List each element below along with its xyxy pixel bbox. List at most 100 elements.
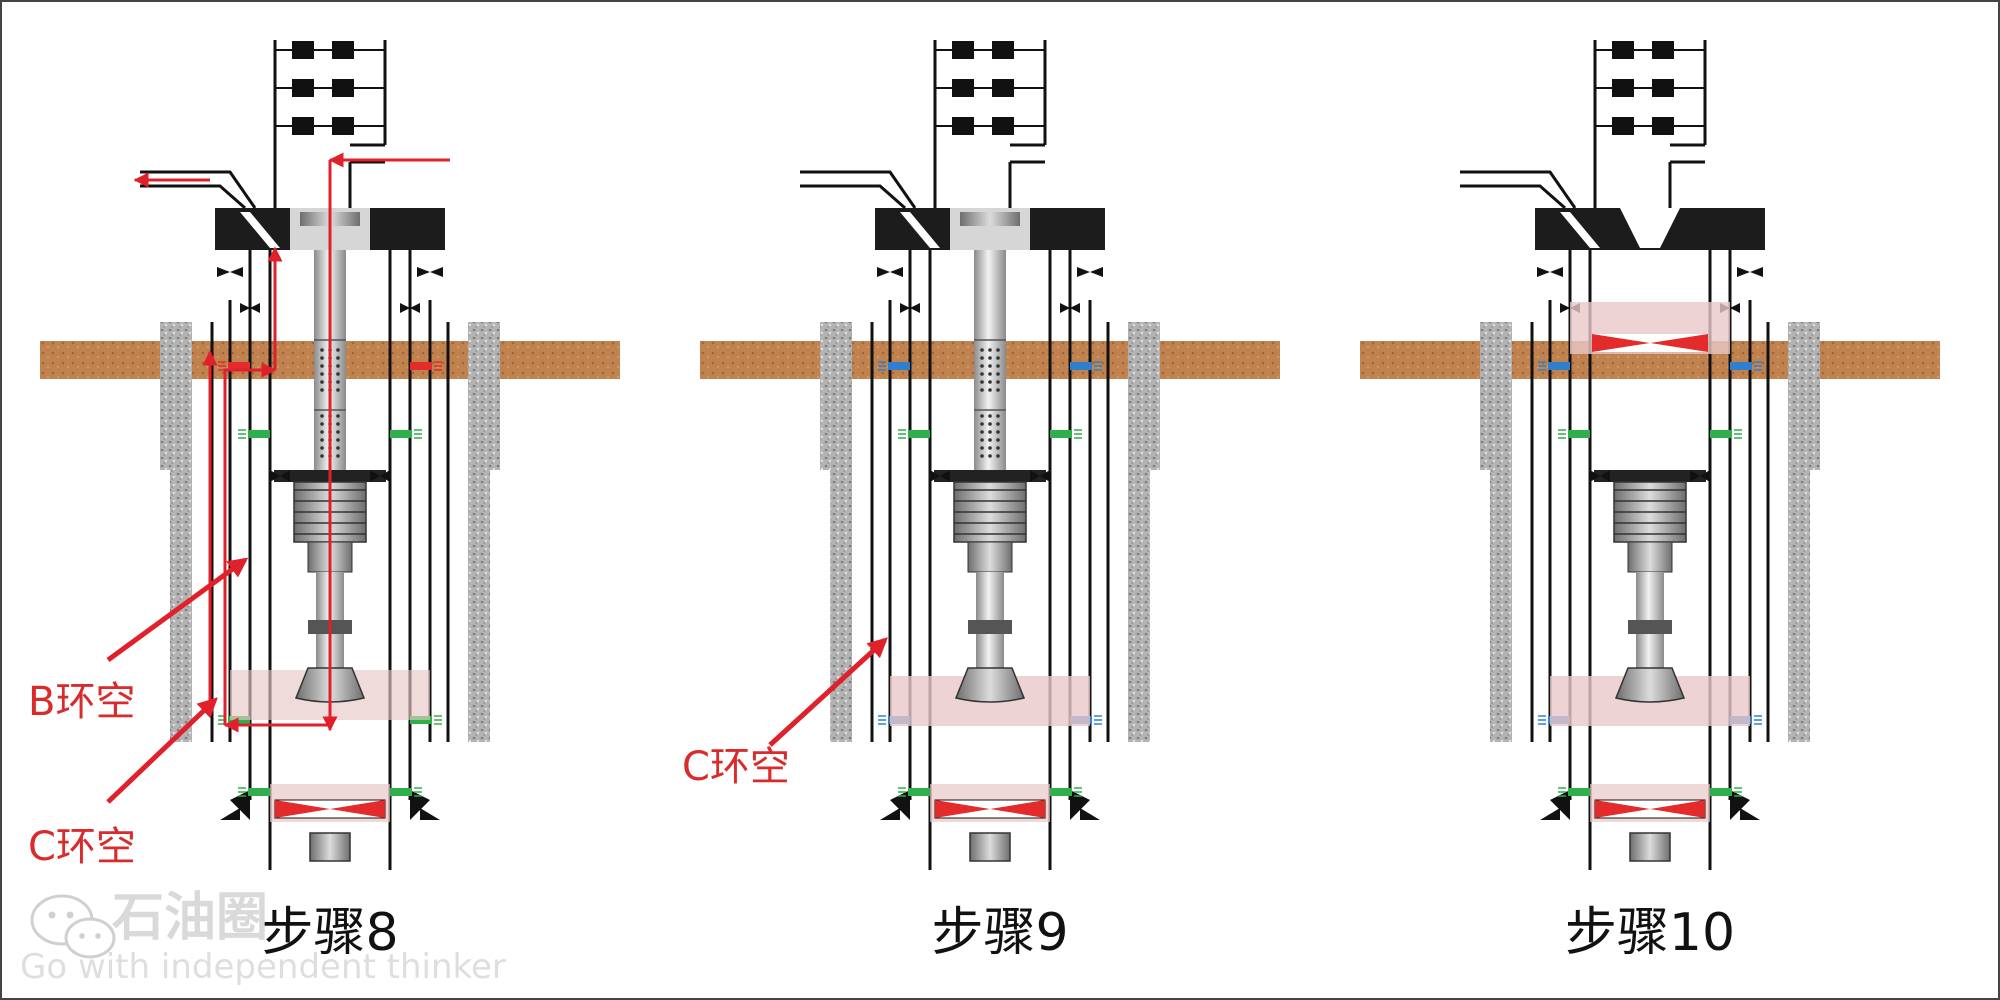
bop-ram-1 bbox=[1652, 79, 1674, 97]
liner-hanger-slip bbox=[1040, 470, 1050, 482]
perforation bbox=[996, 430, 1000, 434]
tubing-hanger-cap bbox=[960, 212, 1020, 226]
perforation bbox=[336, 388, 340, 392]
bop-ram-1 bbox=[952, 79, 974, 97]
perforation bbox=[980, 356, 984, 360]
perforation bbox=[996, 438, 1000, 442]
outlet-gap bbox=[900, 212, 940, 248]
perforation bbox=[320, 430, 324, 434]
liner-hanger-slip bbox=[1700, 470, 1710, 482]
bop-ram-2 bbox=[292, 117, 314, 135]
perforation bbox=[320, 372, 324, 376]
perforation bbox=[336, 348, 340, 352]
casing-hanger bbox=[1060, 303, 1070, 313]
casing-shoe bbox=[420, 808, 440, 820]
green-seal-mid bbox=[908, 430, 930, 438]
top-packer-x bbox=[1592, 334, 1650, 352]
side-outlet-upper bbox=[1460, 170, 1577, 209]
green-seal-mid bbox=[390, 430, 412, 438]
bop-ram-2 bbox=[1652, 117, 1674, 135]
outlet-gap bbox=[1560, 212, 1600, 248]
casing-shoe bbox=[1080, 808, 1100, 820]
cement-sheath-left bbox=[160, 322, 192, 742]
bop-ram-0 bbox=[292, 41, 314, 59]
casing-hanger bbox=[1730, 303, 1740, 313]
casing-hanger bbox=[1750, 267, 1763, 277]
perforation bbox=[980, 372, 984, 376]
side-outlet-lower bbox=[140, 184, 246, 210]
perforation bbox=[336, 356, 340, 360]
bop-ram-2 bbox=[992, 117, 1014, 135]
perforation bbox=[980, 414, 984, 418]
perforation bbox=[988, 454, 992, 458]
hanger-neck bbox=[1627, 541, 1673, 573]
bottom-sump bbox=[1629, 832, 1671, 862]
liner-hanger-slip bbox=[930, 470, 940, 482]
bridge-plug-x bbox=[990, 800, 1045, 818]
bottom-sump bbox=[309, 832, 351, 862]
tail-collar bbox=[968, 620, 1012, 634]
casing-hanger bbox=[1737, 267, 1750, 277]
casing-hanger bbox=[910, 303, 920, 313]
bop-ram-0 bbox=[1652, 41, 1674, 59]
casing-shoe bbox=[410, 790, 430, 820]
casing-hanger bbox=[250, 303, 260, 313]
bop-ram-0 bbox=[1612, 41, 1634, 59]
casing-hanger bbox=[1090, 267, 1103, 277]
casing-shoe bbox=[1070, 790, 1090, 820]
watermark-name: 石油圈 bbox=[112, 888, 268, 948]
outlet-gap bbox=[240, 212, 280, 248]
bop-ram-1 bbox=[992, 79, 1014, 97]
bop-ram-1 bbox=[292, 79, 314, 97]
perforation bbox=[336, 438, 340, 442]
perforation bbox=[996, 372, 1000, 376]
perforation bbox=[980, 364, 984, 368]
c-annulus-label: C环空 bbox=[28, 824, 136, 870]
hanger-neck bbox=[967, 541, 1013, 573]
green-seal-mid bbox=[1568, 430, 1590, 438]
liner-hanger-slip bbox=[1600, 470, 1610, 482]
perforation bbox=[988, 446, 992, 450]
cement-sheath-left bbox=[1480, 322, 1512, 742]
cement-sheath-right bbox=[1788, 322, 1820, 742]
perforation bbox=[980, 438, 984, 442]
b-annulus-pointer bbox=[106, 557, 249, 663]
casing-hanger bbox=[430, 267, 443, 277]
perforation bbox=[336, 430, 340, 434]
perforation bbox=[320, 356, 324, 360]
perforation bbox=[336, 380, 340, 384]
perforation bbox=[320, 364, 324, 368]
tubing-string bbox=[974, 250, 1006, 470]
perforation bbox=[336, 414, 340, 418]
circulation-arrows-step8 bbox=[106, 152, 888, 804]
perforation bbox=[988, 388, 992, 392]
casing-hanger bbox=[890, 267, 903, 277]
b-annulus-label: B环空 bbox=[28, 679, 135, 725]
c-annulus-step9-pointer bbox=[768, 637, 888, 747]
casing-shoe bbox=[1740, 808, 1760, 820]
perforation bbox=[320, 380, 324, 384]
bottom-sump bbox=[969, 832, 1011, 862]
perforation bbox=[988, 430, 992, 434]
liner-hanger-slip bbox=[1590, 470, 1600, 482]
perforation bbox=[980, 348, 984, 352]
cement-sheath-left bbox=[820, 322, 852, 742]
perforation bbox=[980, 380, 984, 384]
bridge-plug-x bbox=[935, 800, 990, 818]
liner-hanger-top bbox=[934, 470, 1046, 482]
casing-hanger bbox=[1537, 267, 1550, 277]
annulus-seal-upper bbox=[888, 362, 910, 370]
green-seal-bottom bbox=[390, 788, 412, 796]
side-outlet-upper bbox=[140, 170, 257, 209]
perforation bbox=[988, 348, 992, 352]
top-packer-x bbox=[1650, 334, 1708, 352]
casing-shoe bbox=[1730, 790, 1750, 820]
side-outlet-lower bbox=[800, 184, 906, 210]
casing-hanger bbox=[1550, 267, 1563, 277]
bridge-plug-x bbox=[275, 800, 330, 818]
casing-hanger bbox=[400, 303, 410, 313]
perforation bbox=[980, 422, 984, 426]
side-outlet-upper bbox=[800, 170, 917, 209]
perforation bbox=[996, 446, 1000, 450]
